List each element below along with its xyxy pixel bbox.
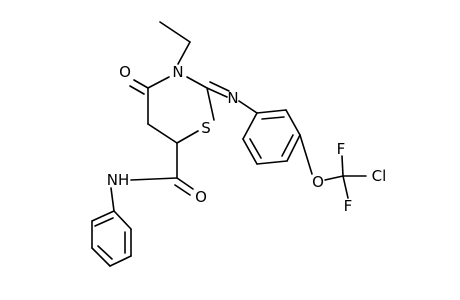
bond-s-c2 (206, 87, 215, 121)
bond-aryl1-2 (285, 109, 301, 136)
bond-aryl1-1 (256, 109, 287, 114)
bond-c-f-top (341, 155, 344, 177)
bond-c5-c6 (147, 123, 178, 144)
bond-aryl1-5-inner (249, 138, 262, 159)
bond-ethyl-ch2-n (177, 41, 191, 65)
atom-n-imine: N (227, 89, 238, 107)
atom-n-ring: N (172, 63, 183, 81)
bond-c-f-bottom (342, 175, 349, 199)
bond-phenyl-4 (109, 255, 132, 267)
atom-labels: O N N S O NH O F Cl F (107, 63, 387, 215)
bond-o-ether-c (324, 175, 344, 181)
bond-aryl1-3-inner (281, 134, 294, 157)
bond-c-amide-o-b (174, 184, 191, 196)
bond-aryl1-1-inner (261, 116, 285, 120)
bond-aryl1-4 (256, 160, 288, 165)
bond-c-amide-o-a (176, 177, 194, 190)
atom-cl: Cl (372, 167, 387, 185)
bond-c4-o-b (129, 85, 145, 95)
atom-o-ether: O (312, 173, 324, 191)
bond-c4-o-a (133, 79, 149, 89)
atom-o-amide: O (195, 188, 207, 206)
bond-phenyl-3 (91, 247, 111, 267)
bonds (91, 21, 367, 267)
atom-f-top: F (337, 140, 346, 158)
atom-f-bottom: F (344, 197, 353, 215)
bond-nh-phenyl (110, 187, 115, 212)
bond-c-amide-nh (130, 177, 178, 181)
bond-phenyl-6 (113, 210, 132, 230)
bond-n-c4 (147, 76, 170, 89)
bond-c6-s (176, 130, 199, 144)
bond-phenyl-3-inner (97, 245, 113, 260)
bond-c2-n-imine-b (209, 81, 230, 92)
bond-ethyl-ch3-ch2 (159, 21, 191, 43)
bond-phenyl-1-inner (94, 217, 114, 227)
bond-phenyl-1 (91, 210, 115, 222)
atom-s-ring: S (201, 119, 211, 137)
atom-nh-amide: NH (107, 171, 130, 189)
bond-aryl-o-ether (299, 134, 313, 175)
bond-n-imine-aryl (238, 100, 258, 114)
bond-c2-n (186, 76, 208, 89)
bond-aryl1-5 (242, 138, 258, 165)
bond-c2-n-imine-a (206, 87, 228, 98)
atom-o-carbonyl-ring: O (119, 63, 131, 81)
bond-aryl1-3 (286, 134, 301, 162)
bond-aryl1-6 (242, 112, 258, 140)
